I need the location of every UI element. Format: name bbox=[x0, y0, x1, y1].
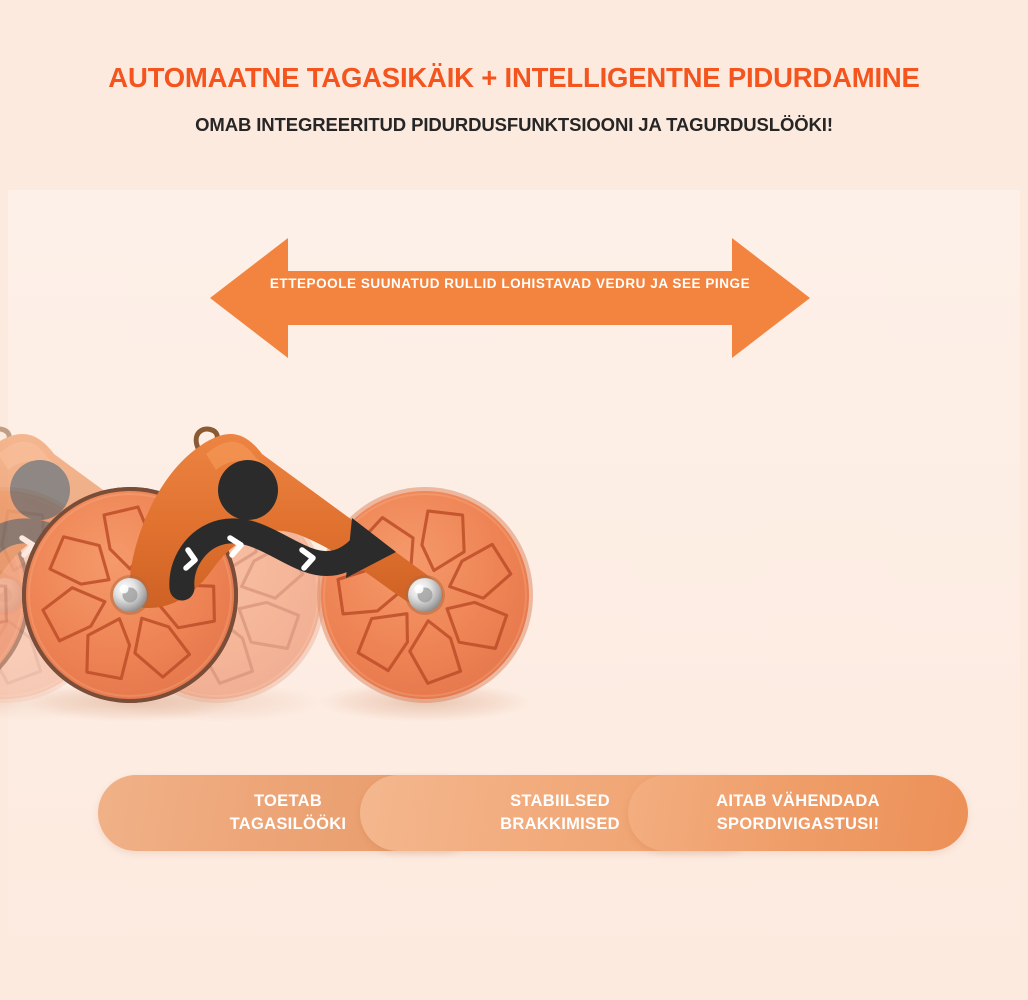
ab-roller-motion-sequence-graphic bbox=[0, 410, 1028, 750]
benefit-pill-1-line-2: TAGASILÖÖKI bbox=[229, 815, 347, 833]
benefit-pills: TOETAB TAGASILÖÖKI STABIILSED BRAKKIMISE… bbox=[98, 775, 968, 851]
page-subtitle: OMAB INTEGREERITUD PIDURDUSFUNKTSIOONI J… bbox=[195, 113, 833, 135]
benefit-pill-2-line-2: BRAKKIMISED bbox=[500, 815, 620, 833]
double-headed-arrow-icon bbox=[210, 238, 810, 358]
benefit-pill-2-line-1: STABIILSED bbox=[510, 791, 610, 810]
benefit-pill-3-line-1: AITAB VÄHENDADA bbox=[716, 791, 880, 810]
header: AUTOMAATNE TAGASIKÄIK + INTELLIGENTNE PI… bbox=[0, 0, 1028, 136]
benefit-pill-3-line-2: SPORDIVIGASTUSI! bbox=[716, 815, 880, 833]
ab-roller-illustration bbox=[0, 410, 1028, 750]
direction-arrow: ETTEPOOLE SUUNATUD RULLID LOHISTAVAD VED… bbox=[210, 228, 810, 368]
benefit-pill-1-line-1: TOETAB bbox=[253, 791, 323, 810]
page-title: AUTOMAATNE TAGASIKÄIK + INTELLIGENTNE PI… bbox=[108, 62, 920, 93]
benefit-pill-3[interactable]: AITAB VÄHENDADA SPORDIVIGASTUSI! bbox=[628, 775, 968, 851]
